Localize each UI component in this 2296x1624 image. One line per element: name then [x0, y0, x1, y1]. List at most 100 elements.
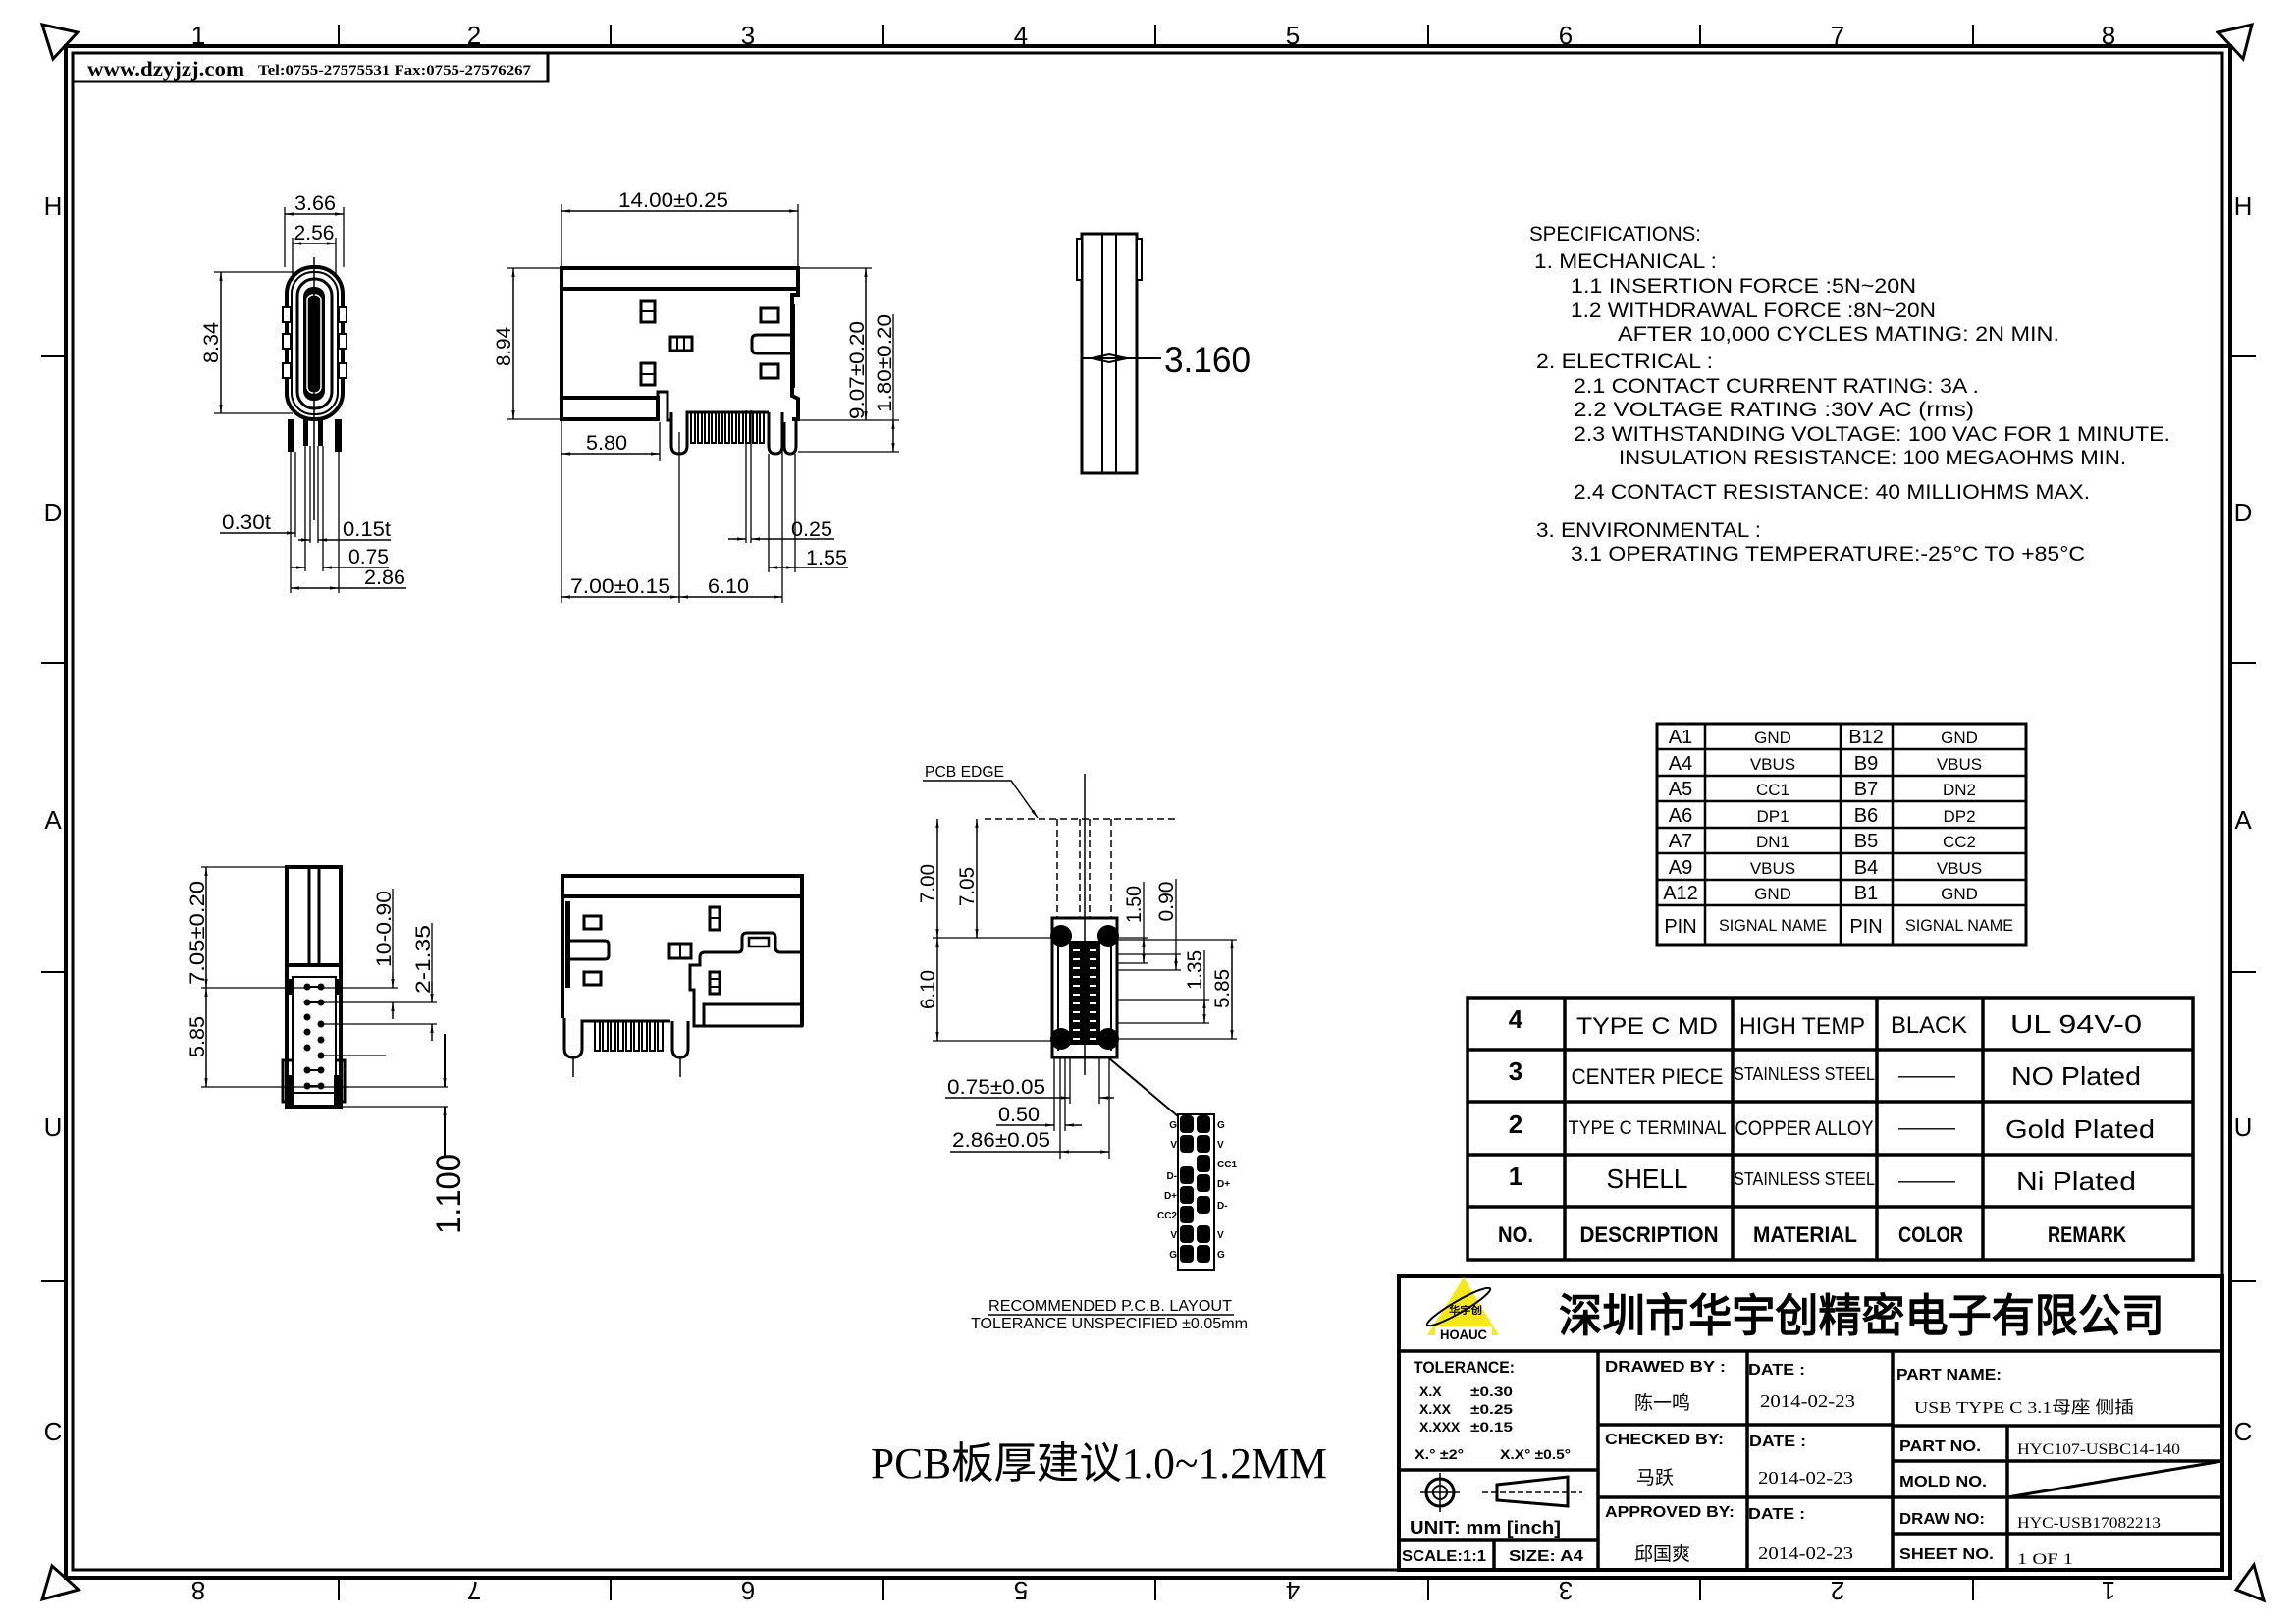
checked-by-name: 马跃: [1636, 1467, 1674, 1489]
specifications-title: SPECIFICATIONS:: [1529, 223, 1701, 245]
shell-side-tab: [1136, 238, 1143, 281]
pad-label: D+: [1164, 1191, 1177, 1202]
dimension-label: 7.00±0.15: [570, 575, 670, 598]
title-block-border: [1397, 1274, 2224, 1572]
contact-dot: [303, 1082, 311, 1090]
shell-tab: [338, 333, 347, 350]
dimension-label: 5.85: [1211, 969, 1234, 1008]
orientation-triangle-icon: [39, 1563, 82, 1602]
dimension-label: 3.66: [294, 192, 336, 215]
item-remark: UL 94V-0: [2010, 1009, 2142, 1039]
pin-cell: B7: [1854, 779, 1878, 800]
pcb-pad: [1197, 1155, 1210, 1172]
part-no-label: PART NO.: [1899, 1438, 1981, 1455]
pin-cell: B5: [1854, 831, 1878, 852]
pcb-pad: [1180, 1115, 1194, 1133]
mounting-bracket: [281, 1058, 347, 1104]
zone-column-label: 8: [2102, 21, 2115, 50]
scale-label: SCALE:1:1: [1402, 1548, 1486, 1565]
drawing-frame: 1 2 3 4 5 6 7 8 8 7 6 5 4 3 2 1 H D A U …: [39, 21, 2267, 1605]
terminal-leg: [303, 419, 308, 446]
signal-cell: GND: [1941, 729, 1978, 747]
bom-row: 1 SHELL STAINLESS STEEL —— Ni Plated: [1509, 1162, 2136, 1196]
spec-line: 2.4 CONTACT RESISTANCE: 40 MILLIOHMS MAX…: [1574, 481, 2090, 504]
contact-dot: [303, 1013, 311, 1021]
spec-line: AFTER 10,000 CYCLES MATING: 2N MIN.: [1618, 323, 2059, 346]
dimension-line: [1082, 352, 1161, 364]
pcb-tolerance-note: TOLERANCE UNSPECIFIED ±0.05mm: [971, 1316, 1248, 1332]
contact-dot: [303, 999, 311, 1006]
signal-cell: CC2: [1943, 833, 1976, 851]
item-material: STAINLESS STEEL: [1734, 1064, 1875, 1084]
column-header: PIN: [1664, 916, 1696, 938]
item-color: BLACK: [1891, 1012, 1967, 1039]
pin-table-header: PIN SIGNAL NAME PIN SIGNAL NAME: [1664, 916, 2013, 938]
approval-section: DRAWED BY : 陈一鸣 DATE : 2014-02-23 CHECKE…: [1605, 1359, 1855, 1565]
pcb-layout-caption: RECOMMENDED P.C.B. LAYOUT: [988, 1298, 1232, 1315]
orientation-triangle-icon: [39, 22, 80, 62]
pin-table-row: A6 DP1 B6 DP2: [1669, 805, 1976, 827]
title-block-grid: [1399, 1349, 2222, 1570]
pcb-pad: [1180, 1225, 1194, 1243]
company-name: 深圳市华宇创精密电子有限公司: [1559, 1291, 2164, 1341]
body-step-outline: [688, 931, 802, 1021]
pad-label: CC2: [1157, 1211, 1177, 1221]
pad-label: V: [1217, 1230, 1224, 1241]
contact-dot: [317, 1066, 325, 1074]
bom-table-grid: [1468, 998, 2193, 1260]
item-color: ——: [1898, 1117, 1955, 1139]
shell-side-tab: [1076, 238, 1083, 281]
signal-cell: GND: [1754, 729, 1791, 747]
shell-right-edge: [790, 289, 800, 421]
draw-no-label: DRAW NO:: [1899, 1511, 1985, 1528]
zone-column-label: 7: [467, 1576, 481, 1605]
front-view-drawing: 3.66 2.56 8.34 0.30t 0.15t 0.75 2.86: [200, 192, 406, 593]
dimension-label: 1.80±0.20: [874, 314, 896, 412]
window-dividers: [679, 917, 720, 988]
zone-column-label: 8: [191, 1576, 205, 1605]
tolerance-label: TOLERANCE:: [1414, 1358, 1515, 1377]
pad-label: G: [1217, 1120, 1225, 1131]
dimension-label: 1.55: [806, 547, 847, 569]
bom-table-border: [1466, 996, 2195, 1262]
signal-pad-gaps: [1073, 949, 1096, 1040]
dimension-label: 6.10: [708, 575, 749, 598]
zone-column-label: 2: [467, 21, 481, 50]
dimension-label: 5.85: [187, 1016, 209, 1057]
spec-line: INSULATION RESISTANCE: 100 MEGAOHMS MIN.: [1619, 447, 2126, 469]
drawed-by-label: DRAWED BY :: [1605, 1359, 1726, 1376]
shell-right-bar: [790, 304, 795, 388]
pcb-edge-line: [985, 818, 1178, 918]
pin-table-row: A9 VBUS B4 VBUS: [1669, 857, 1982, 879]
shell-contact-block: [334, 1075, 340, 1105]
pad-detail-frame: [1177, 1113, 1215, 1271]
spec-line: 1. MECHANICAL :: [1534, 250, 1717, 273]
square-window: [582, 914, 603, 931]
projection-cone-icon: [1495, 1475, 1570, 1508]
dimension-label: 14.00±0.25: [618, 189, 728, 212]
tolerance-key: X.X: [1419, 1383, 1442, 1399]
pin-table-grid: [1657, 724, 2026, 945]
shell-leg: [335, 419, 342, 452]
housing-lower: [285, 963, 343, 1109]
tolerance-key: X.XX: [1419, 1401, 1452, 1417]
item-remark: NO Plated: [2011, 1061, 2141, 1091]
bom-row: 2 TYPE C TERMINAL COPPER ALLOY —— Gold P…: [1509, 1110, 2155, 1144]
detail-leader: [1108, 1057, 1179, 1117]
signal-cell: GND: [1754, 885, 1791, 903]
latch-window-divider: [641, 310, 685, 375]
zone-columns-top: 1 2 3 4 5 6 7 8: [191, 21, 2115, 50]
mold-no-void-line: [2006, 1459, 2223, 1499]
dimension-label: 0.50: [998, 1104, 1040, 1126]
pad-label: D-: [1166, 1171, 1177, 1182]
housing-upper: [285, 865, 343, 967]
shell-tab: [338, 306, 347, 323]
tolerance-value: ±0.30: [1470, 1383, 1513, 1399]
pcb-pad: [1197, 1245, 1210, 1263]
pcb-pad: [1180, 1206, 1194, 1223]
zone-column-label: 4: [1014, 21, 1028, 50]
part-info-section: PART NAME: USB TYPE C 3.1母座 侧插 PART NO. …: [1896, 1367, 2180, 1568]
zone-row-label: A: [2234, 805, 2252, 835]
shell-contact-block: [335, 979, 340, 995]
